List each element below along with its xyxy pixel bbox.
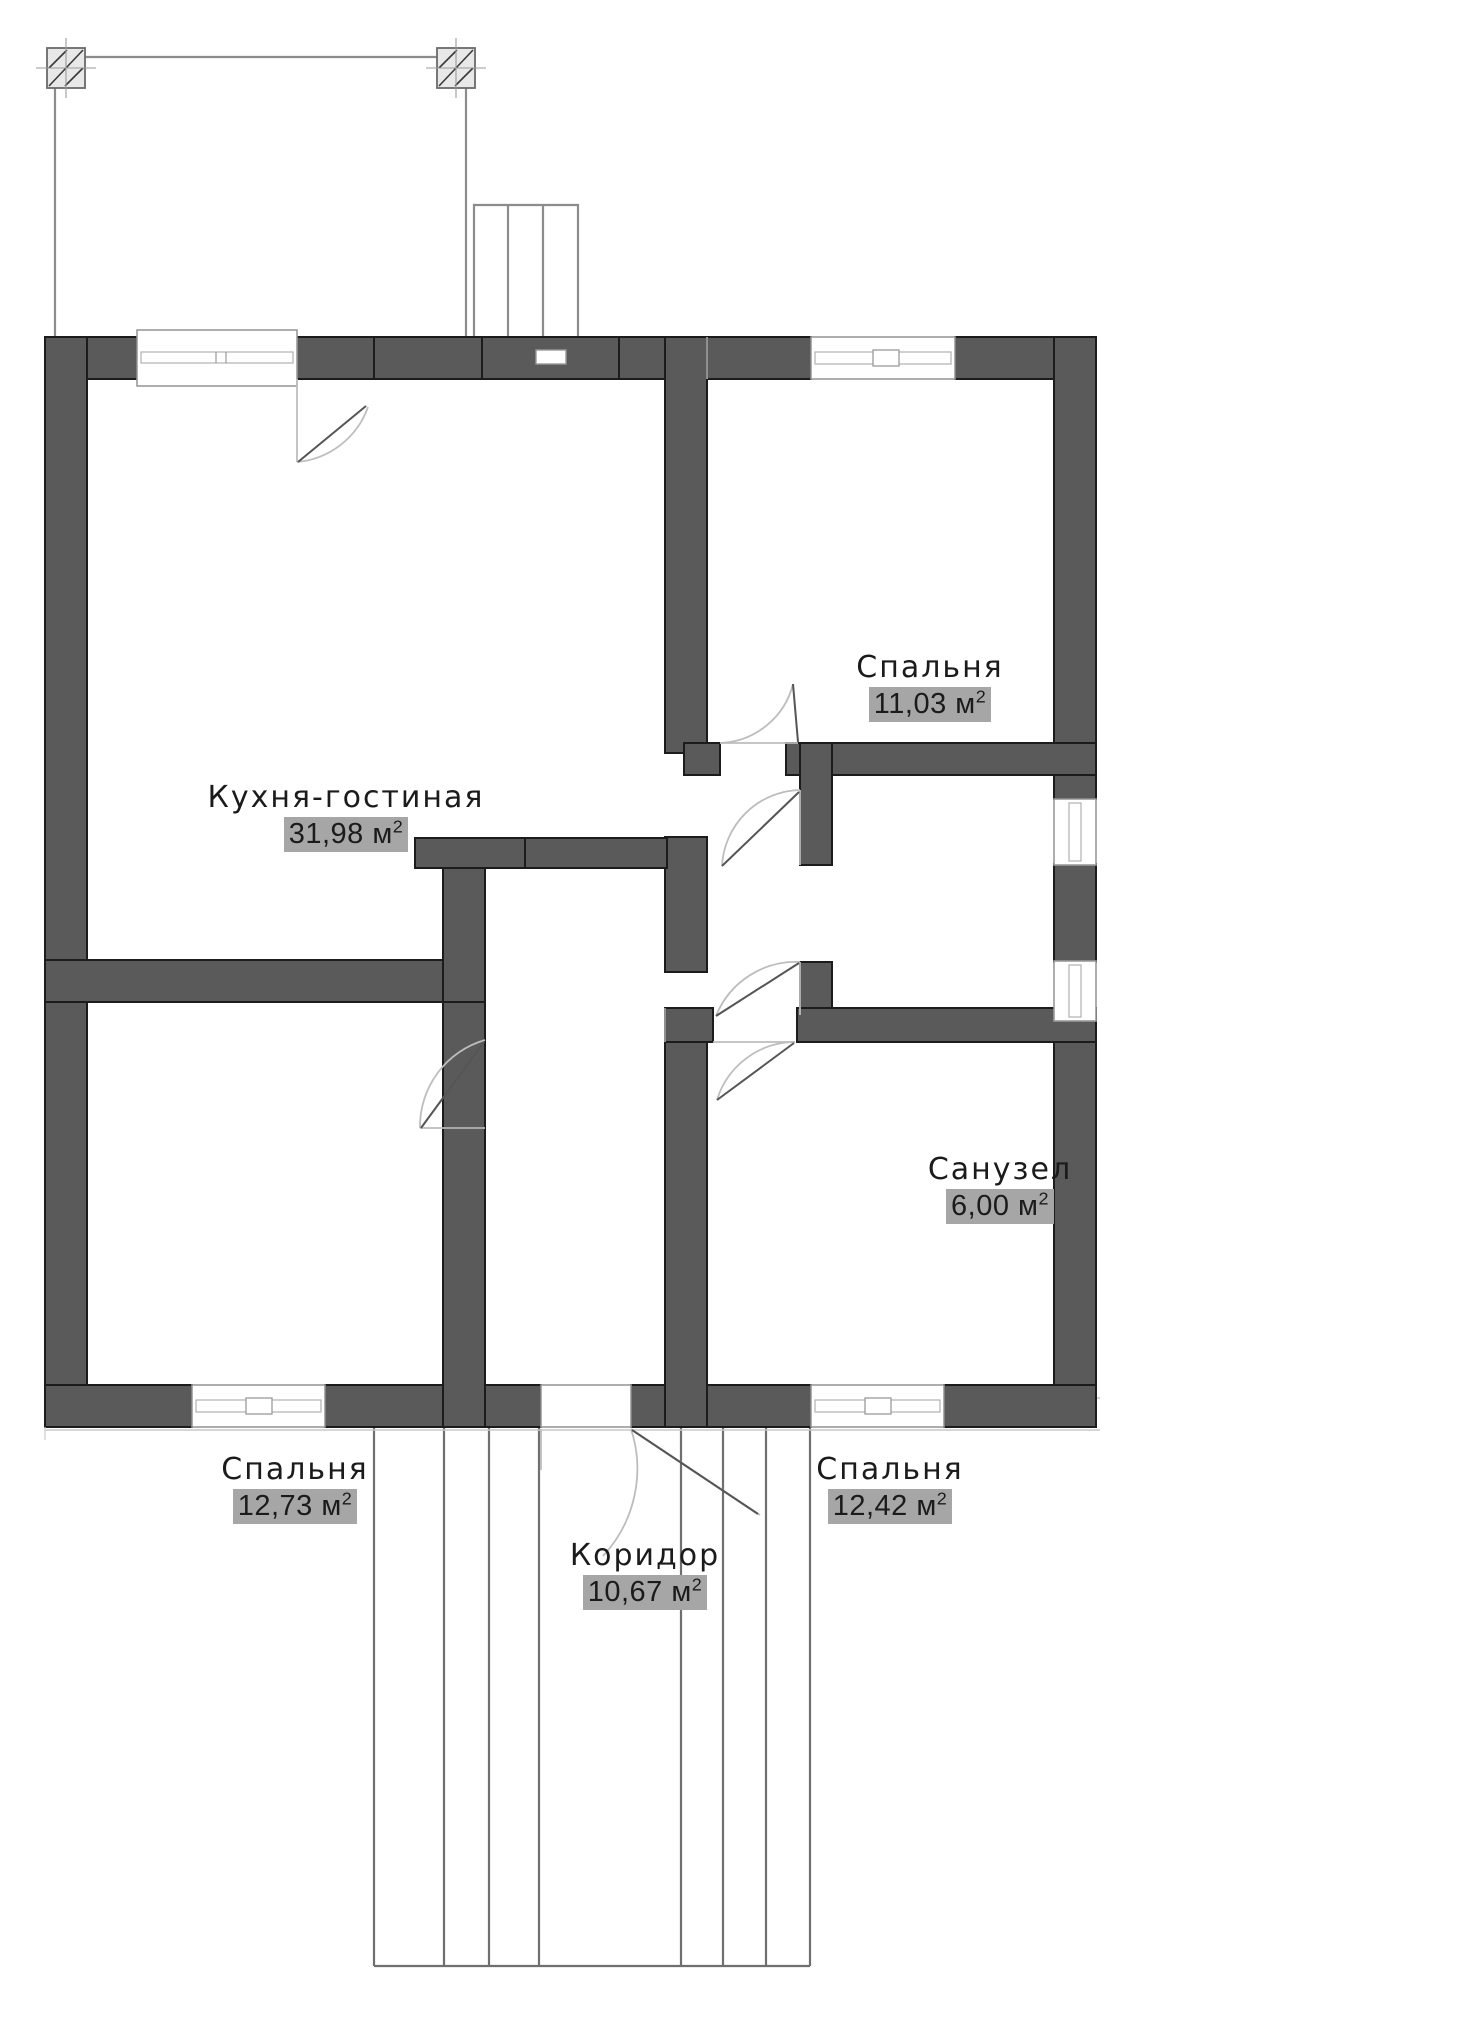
- terrace-column-right: [426, 38, 486, 98]
- terrace-outline: [53, 55, 468, 340]
- terrace-column-left: [36, 38, 96, 98]
- window-right-upper: [1053, 798, 1097, 866]
- window-kitchen-top: [136, 329, 298, 387]
- windows: [136, 329, 1097, 1428]
- window-bedroom-top-right: [810, 336, 956, 380]
- entry-porch-steps: [372, 1404, 812, 1968]
- entry-door-opening: [540, 1384, 632, 1428]
- door-leaves: [297, 405, 800, 1515]
- window-top-small: [535, 349, 567, 365]
- window-bedroom-bottom-left: [191, 1384, 326, 1428]
- thin-guides: [44, 337, 708, 1440]
- window-bedroom-bottom-right: [810, 1384, 945, 1428]
- window-right-lower: [1053, 960, 1097, 1022]
- exterior-walls: [44, 336, 1097, 1428]
- interior-walls: [44, 336, 1097, 1428]
